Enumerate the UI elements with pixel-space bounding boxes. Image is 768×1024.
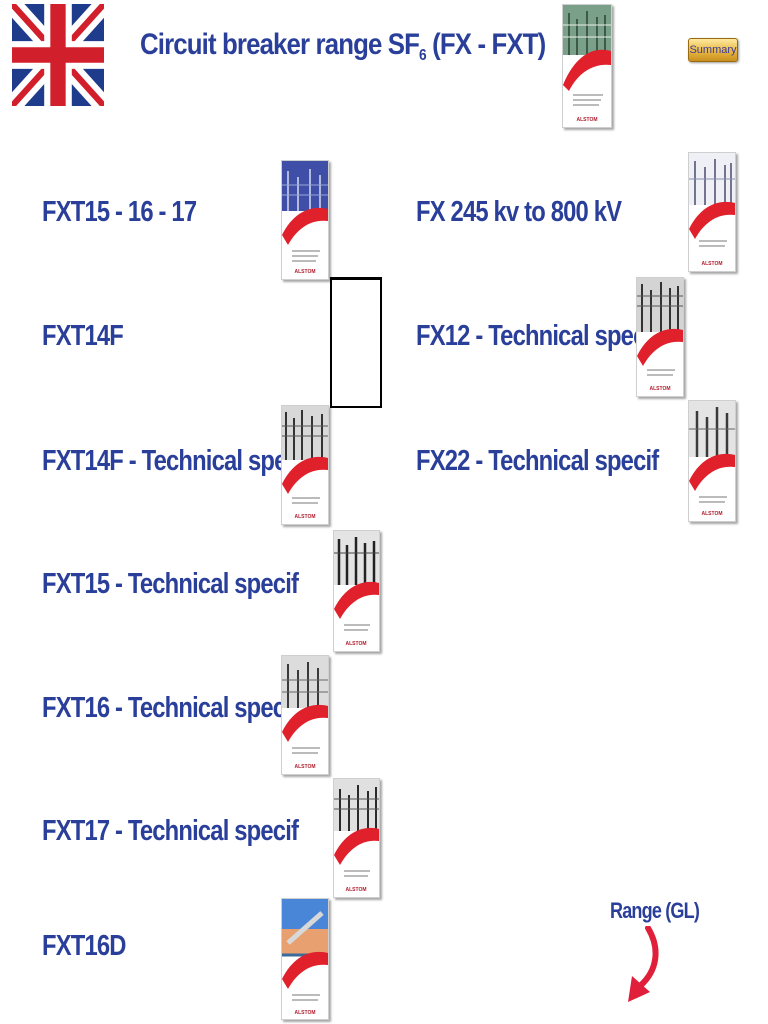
empty-frame xyxy=(330,277,382,408)
brochure-thumbnail-fx-245-800[interactable]: ALSTOM xyxy=(688,152,736,272)
brochure-thumbnail-fx12-technical-specif[interactable]: ALSTOM xyxy=(636,277,684,397)
brochure-thumbnail-fxt16-technical-specif[interactable]: ALSTOM xyxy=(281,655,329,775)
svg-text:ALSTOM: ALSTOM xyxy=(345,887,366,893)
link-fx-245-800[interactable]: FX 245 kv to 800 kV xyxy=(416,196,622,228)
svg-text:ALSTOM: ALSTOM xyxy=(345,641,366,647)
svg-text:ALSTOM: ALSTOM xyxy=(294,514,315,520)
range-gl-link[interactable]: Range (GL) xyxy=(610,898,700,923)
link-fxt14f[interactable]: FXT14F xyxy=(42,320,124,352)
svg-text:ALSTOM: ALSTOM xyxy=(701,261,722,267)
link-fxt14f-technical-specif[interactable]: FXT14F - Technical specif xyxy=(42,445,313,477)
svg-text:ALSTOM: ALSTOM xyxy=(294,764,315,770)
link-fxt17-technical-specif[interactable]: FXT17 - Technical specif xyxy=(42,815,299,847)
link-fx12-technical-specif[interactable]: FX12 - Technical specif xyxy=(416,320,659,352)
svg-text:ALSTOM: ALSTOM xyxy=(294,269,315,275)
union-jack-flag-icon xyxy=(5,0,111,113)
svg-text:ALSTOM: ALSTOM xyxy=(576,117,597,123)
link-fxt16d[interactable]: FXT16D xyxy=(42,930,126,962)
link-fxt15-16-17[interactable]: FXT15 - 16 - 17 xyxy=(42,196,197,228)
page-title: Circuit breaker range SF6 (FX - FXT) xyxy=(140,28,546,64)
svg-text:ALSTOM: ALSTOM xyxy=(294,1010,315,1016)
header-brochure-thumbnail[interactable]: ALSTOM xyxy=(562,4,612,128)
svg-text:ALSTOM: ALSTOM xyxy=(649,386,670,392)
svg-text:ALSTOM: ALSTOM xyxy=(701,511,722,517)
brochure-thumbnail-fxt16d[interactable]: ALSTOM xyxy=(281,898,329,1020)
summary-button[interactable]: Summary xyxy=(688,38,738,62)
brochure-thumbnail-fxt15-technical-specif[interactable]: ALSTOM xyxy=(333,530,380,652)
brochure-thumbnail-fxt14f-technical-specif[interactable]: ALSTOM xyxy=(281,405,329,525)
link-fx22-technical-specif[interactable]: FX22 - Technical specif xyxy=(416,445,659,477)
link-fxt16-technical-specif[interactable]: FXT16 - Technical specif xyxy=(42,692,299,724)
brochure-thumbnail-fx22-technical-specif[interactable]: ALSTOM xyxy=(688,400,736,522)
brochure-thumbnail-fxt17-technical-specif[interactable]: ALSTOM xyxy=(333,778,380,898)
link-fxt15-technical-specif[interactable]: FXT15 - Technical specif xyxy=(42,568,299,600)
curved-arrow-icon[interactable] xyxy=(622,925,666,1006)
brochure-thumbnail-fxt15-16-17[interactable]: ALSTOM xyxy=(281,160,329,280)
